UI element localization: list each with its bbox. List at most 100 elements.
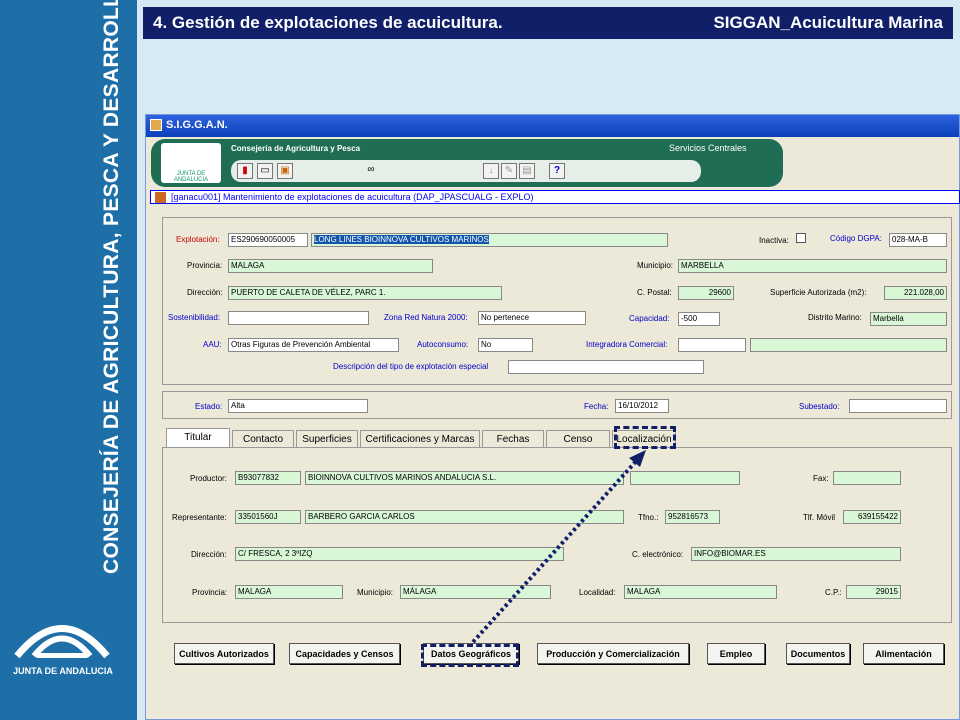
down-arrow-icon[interactable]: ↓ xyxy=(483,163,499,179)
capacidad-field[interactable]: -500 xyxy=(678,312,720,326)
cp-label: C. Postal: xyxy=(637,288,672,297)
sostenibilidad-field[interactable] xyxy=(228,311,369,325)
localidad-field[interactable]: MALAGA xyxy=(624,585,777,599)
window-title: S.I.G.G.A.N. xyxy=(146,115,959,137)
representante-label: Representante: xyxy=(172,513,227,522)
titular-direccion-label: Dirección: xyxy=(191,550,227,559)
capacidades-censos-button[interactable]: Capacidades y Censos xyxy=(289,643,400,664)
localizacion-highlight xyxy=(614,426,676,449)
aau-field[interactable]: Otras Figuras de Prevención Ambiental xyxy=(228,338,399,352)
codigo-dgpa-field[interactable]: 028-MA-B xyxy=(889,233,947,247)
inactiva-checkbox[interactable] xyxy=(796,233,806,243)
tab-censo[interactable]: Censo xyxy=(546,430,610,448)
fax-label: Fax: xyxy=(813,474,829,483)
fax-field[interactable] xyxy=(833,471,901,485)
estado-field[interactable]: Alta xyxy=(228,399,368,413)
localidad-label: Localidad: xyxy=(579,588,616,597)
junta-logo-text: JUNTA DE ANDALUCIA xyxy=(13,666,113,676)
form-icon xyxy=(155,192,166,203)
movil-field[interactable]: 639155422 xyxy=(843,510,901,524)
productor-extra-field[interactable] xyxy=(630,471,740,485)
banner-logo: JUNTA DE ANDALUCIA xyxy=(161,143,221,183)
provincia-field[interactable]: MALAGA xyxy=(228,259,433,273)
app-banner: JUNTA DE ANDALUCIA Consejería de Agricul… xyxy=(151,139,783,187)
titular-provincia-label: Provincia: xyxy=(192,588,228,597)
titular-municipio-label: Municipio: xyxy=(357,588,394,597)
titular-panel: Productor: B93077832 BIOINNOVA CULTIVOS … xyxy=(162,447,952,623)
descripcion-label: Descripción del tipo de explotación espe… xyxy=(333,362,489,371)
productor-label: Productor: xyxy=(190,474,227,483)
door-icon[interactable]: ▮ xyxy=(237,163,253,179)
titular-cp-label: C.P.: xyxy=(825,588,842,597)
descripcion-field[interactable] xyxy=(508,360,704,374)
app-icon xyxy=(150,119,162,131)
estado-panel: Estado: Alta Fecha: 16/10/2012 Subestado… xyxy=(162,391,952,419)
binoculars-icon[interactable]: ∞ xyxy=(367,164,375,175)
representante-name-field[interactable]: BARBERO GARCIA CARLOS xyxy=(305,510,624,524)
integradora-name-field[interactable] xyxy=(750,338,947,352)
zona-natura-field[interactable]: No pertenece xyxy=(478,311,586,325)
pencil-icon[interactable]: ✎ xyxy=(501,163,517,179)
titular-direccion-field[interactable]: C/ FRESCA, 2 3ºIZQ xyxy=(235,547,564,561)
email-field[interactable]: INFO@BIOMAR.ES xyxy=(691,547,901,561)
tab-certificaciones[interactable]: Certificaciones y Marcas xyxy=(360,430,480,448)
municipio-label: Municipio: xyxy=(637,261,674,270)
titular-cp-field[interactable]: 29015 xyxy=(846,585,901,599)
estado-label: Estado: xyxy=(195,402,223,411)
app-window: S.I.G.G.A.N. JUNTA DE ANDALUCIA Consejer… xyxy=(145,114,960,720)
sidebar: CONSEJERÍA DE AGRICULTURA, PESCA Y DESAR… xyxy=(0,0,137,720)
codigo-dgpa-label: Código DGPA: xyxy=(830,234,882,243)
tfno-label: Tfno.: xyxy=(638,513,659,522)
distrito-field[interactable]: Marbella xyxy=(870,312,947,326)
slide-title: 4. Gestión de explotaciones de acuicultu… xyxy=(153,13,503,32)
representante-nif-field[interactable]: 33501560J xyxy=(235,510,301,524)
municipio-field[interactable]: MARBELLA xyxy=(678,259,947,273)
explotacion-code-field[interactable]: ES290690050005 xyxy=(228,233,308,247)
autoconsumo-label: Autoconsumo: xyxy=(417,340,469,349)
movil-label: Tlf. Móvil xyxy=(803,513,835,522)
slide-title-bar: 4. Gestión de explotaciones de acuicultu… xyxy=(143,7,953,39)
documentos-button[interactable]: Documentos xyxy=(786,643,850,664)
aau-label: AAU: xyxy=(203,340,222,349)
banner-service: Servicios Centrales xyxy=(669,143,747,153)
direccion-field[interactable]: PUERTO DE CALETA DE VÉLEZ, PARC 1. xyxy=(228,286,502,300)
empleo-button[interactable]: Empleo xyxy=(707,643,765,664)
superficie-label: Superficie Autorizada (m2): xyxy=(770,288,867,297)
titular-provincia-field[interactable]: MALAGA xyxy=(235,585,343,599)
subestado-field[interactable] xyxy=(849,399,947,413)
direccion-label: Dirección: xyxy=(187,288,223,297)
cultivos-autorizados-button[interactable]: Cultivos Autorizados xyxy=(174,643,274,664)
provincia-label: Provincia: xyxy=(187,261,223,270)
tab-fechas[interactable]: Fechas xyxy=(482,430,544,448)
superficie-field[interactable]: 221.028,00 xyxy=(884,286,947,300)
banner-org: Consejería de Agricultura y Pesca xyxy=(231,144,361,153)
cp-field[interactable]: 29600 xyxy=(678,286,734,300)
tab-contacto[interactable]: Contacto xyxy=(232,430,294,448)
save-icon[interactable]: ▣ xyxy=(277,163,293,179)
fecha-label: Fecha: xyxy=(584,402,609,411)
subestado-label: Subestado: xyxy=(799,402,840,411)
capacidad-label: Capacidad: xyxy=(629,314,670,323)
productor-nif-field[interactable]: B93077832 xyxy=(235,471,301,485)
zona-natura-label: Zona Red Natura 2000: xyxy=(384,313,468,322)
tab-superficies[interactable]: Superficies xyxy=(296,430,358,448)
produccion-comercializacion-button[interactable]: Producción y Comercialización xyxy=(537,643,689,664)
distrito-label: Distrito Marino: xyxy=(808,313,862,322)
inactiva-label: Inactiva: xyxy=(759,236,789,245)
help-icon[interactable]: ? xyxy=(549,163,565,179)
junta-logo-icon xyxy=(14,625,110,659)
form-title-bar: [ganacu001] Mantenimiento de explotacion… xyxy=(150,190,960,204)
email-label: C. electrónico: xyxy=(632,550,684,559)
tab-titular[interactable]: Titular xyxy=(166,428,230,448)
explotacion-panel: Explotación: ES290690050005 LONG LINES B… xyxy=(162,217,952,385)
alimentacion-button[interactable]: Alimentación xyxy=(863,643,944,664)
fecha-field[interactable]: 16/10/2012 xyxy=(615,399,669,413)
integradora-code-field[interactable] xyxy=(678,338,746,352)
folder-icon[interactable]: ▭ xyxy=(257,163,273,179)
explotacion-name-field[interactable]: LONG LINES BIOINNOVA CULTIVOS MARINOS xyxy=(311,233,668,247)
slide-subtitle: SIGGAN_Acuicultura Marina xyxy=(713,13,943,32)
tfno-field[interactable]: 952816573 xyxy=(665,510,720,524)
print-icon[interactable]: ▤ xyxy=(519,163,535,179)
autoconsumo-field[interactable]: No xyxy=(478,338,533,352)
